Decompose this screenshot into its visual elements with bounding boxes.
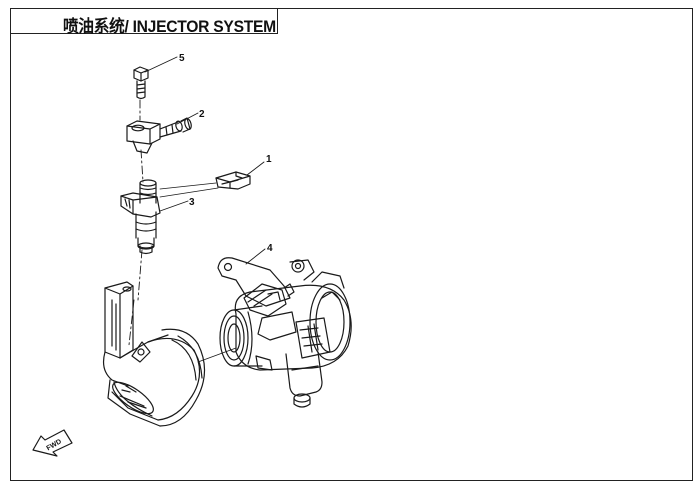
title-box: 喷油系统/ INJECTOR SYSTEM <box>10 8 278 36</box>
leader-line-3 <box>159 200 189 212</box>
leader-line-4 <box>245 248 266 265</box>
intake-projection-line <box>197 347 237 363</box>
clip-projection-lines <box>159 182 219 198</box>
fuel-hose-connector-part <box>126 117 192 154</box>
clip-part <box>215 171 251 190</box>
leader-line-2 <box>176 112 199 125</box>
fuel-injector-part <box>120 179 161 255</box>
callout-1: 1 <box>266 154 272 165</box>
fwd-label: FWD <box>46 438 63 452</box>
page-title: 喷油系统/ INJECTOR SYSTEM <box>63 17 276 36</box>
callout-3: 3 <box>189 197 195 208</box>
callout-2: 2 <box>199 109 205 120</box>
bolt-part <box>133 66 149 100</box>
leader-line-5 <box>144 56 178 73</box>
intake-manifold-part <box>102 281 206 427</box>
callout-5: 5 <box>179 53 185 64</box>
drawing-frame <box>10 8 693 481</box>
fwd-arrow-icon <box>32 429 73 457</box>
leader-line-1 <box>246 161 265 176</box>
callout-4: 4 <box>267 243 273 254</box>
assembly-centerline <box>128 99 144 346</box>
throttle-body-part <box>217 257 352 408</box>
